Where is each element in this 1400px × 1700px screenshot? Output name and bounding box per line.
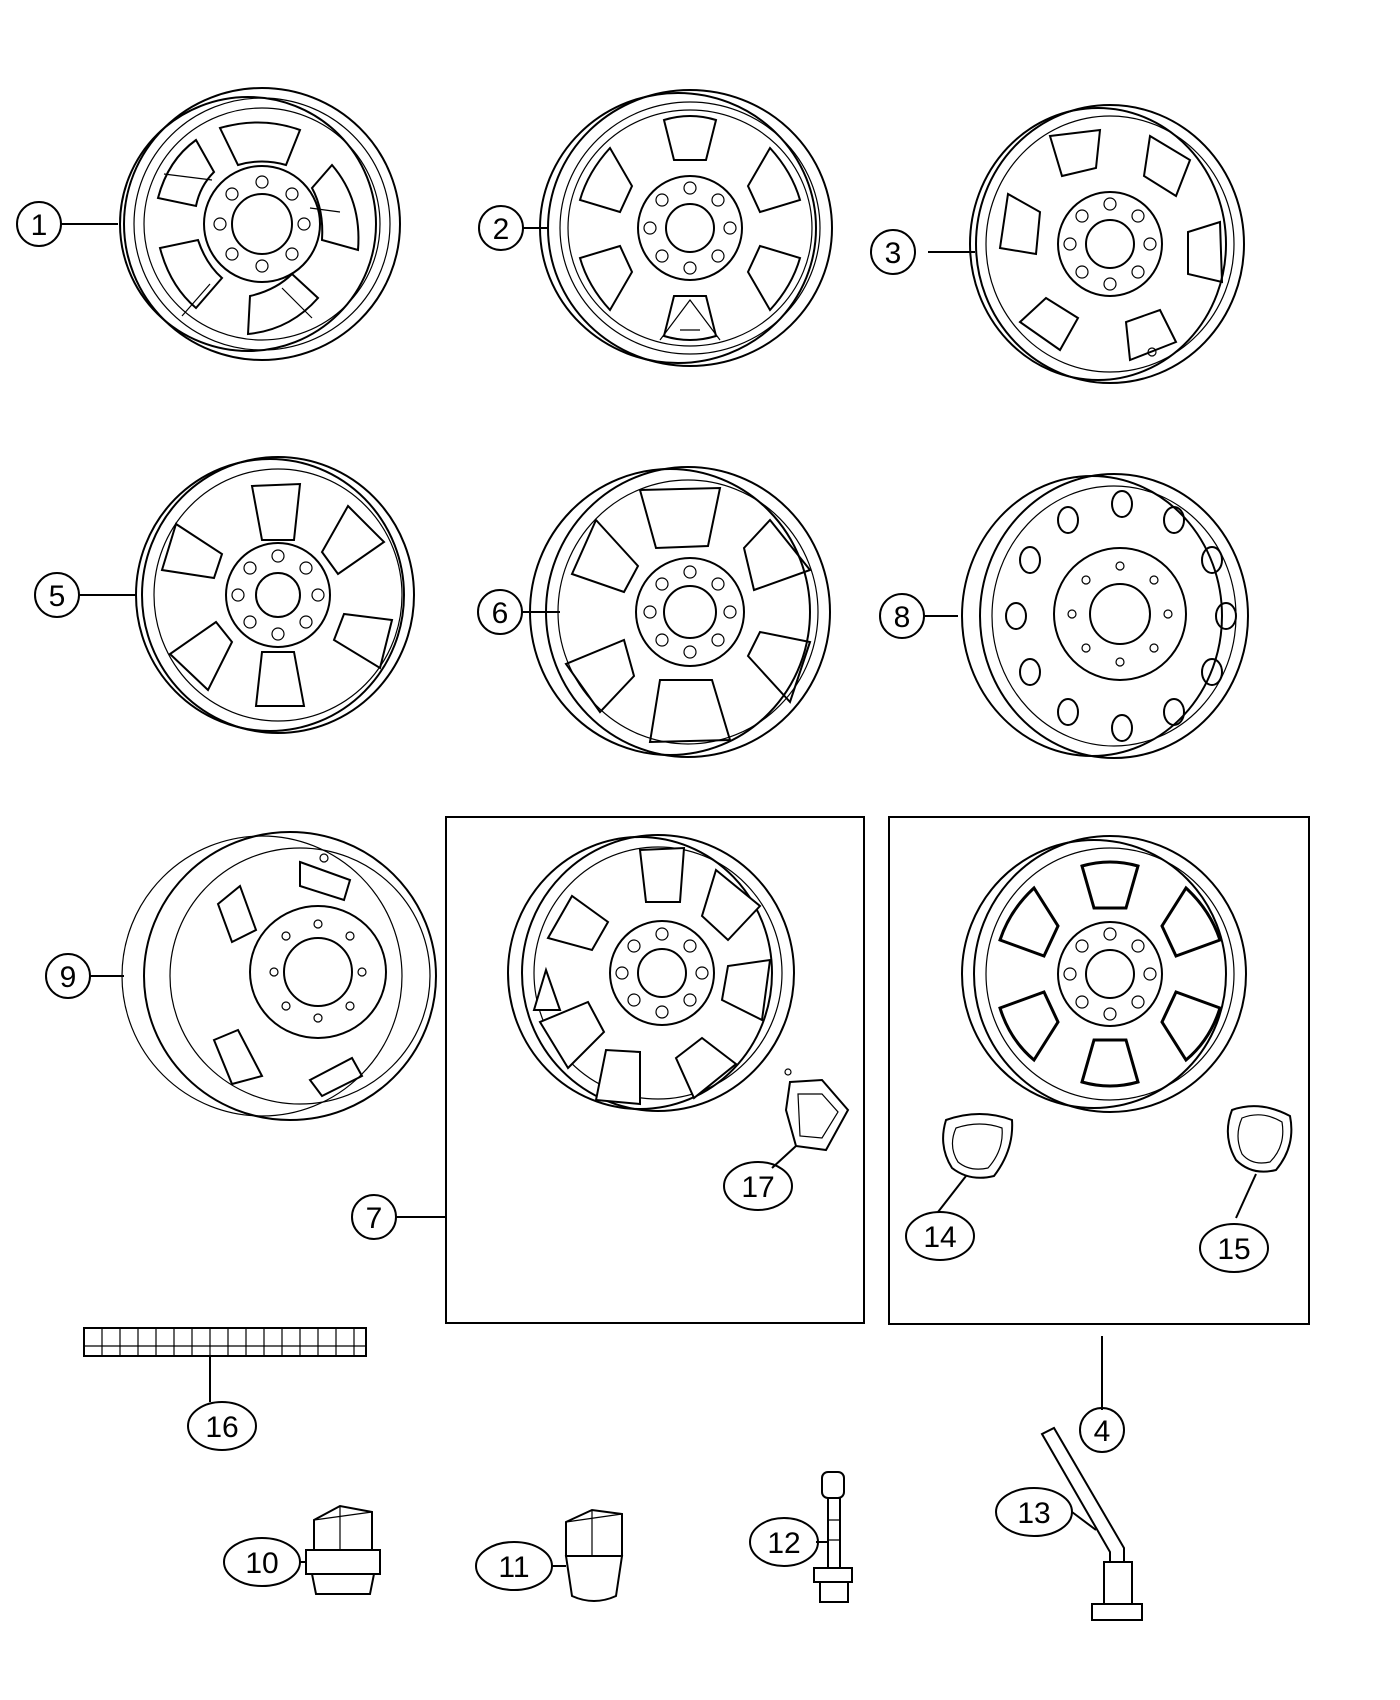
callout-3: 3 <box>870 229 916 275</box>
svg-text:7: 7 <box>366 1202 383 1235</box>
wheel-6 <box>529 466 831 758</box>
assembly-box-7 <box>445 816 865 1324</box>
svg-text:3: 3 <box>885 237 902 270</box>
callout-8: 8 <box>879 593 925 639</box>
svg-text:5: 5 <box>49 580 66 613</box>
callout-4: 4 <box>1079 1407 1125 1453</box>
wheel-9 <box>121 831 437 1121</box>
svg-text:11: 11 <box>498 1551 529 1584</box>
callout-9: 9 <box>45 953 91 999</box>
wheel-5 <box>135 456 415 734</box>
center-cap-17 <box>784 1078 850 1152</box>
svg-text:14: 14 <box>923 1221 956 1254</box>
callout-15: 15 <box>1199 1223 1269 1273</box>
valve-stem-12 <box>813 1471 853 1603</box>
svg-text:4: 4 <box>1094 1415 1111 1448</box>
svg-text:17: 17 <box>741 1171 774 1204</box>
lug-nut-11 <box>564 1508 624 1602</box>
callout-6: 6 <box>477 589 523 635</box>
callout-14: 14 <box>905 1211 975 1261</box>
callout-13: 13 <box>995 1487 1073 1537</box>
callout-10: 10 <box>223 1537 301 1587</box>
svg-text:16: 16 <box>205 1411 238 1444</box>
callout-7: 7 <box>351 1194 397 1240</box>
callout-11: 11 <box>475 1541 553 1591</box>
svg-text:10: 10 <box>245 1547 278 1580</box>
callout-5: 5 <box>34 572 80 618</box>
svg-text:6: 6 <box>492 597 509 630</box>
wheel-3 <box>969 104 1245 384</box>
center-cap-15 <box>1226 1105 1293 1173</box>
wheel-1 <box>119 87 401 361</box>
svg-text:9: 9 <box>60 961 77 994</box>
wheel-weights-16 <box>83 1327 367 1357</box>
svg-text:15: 15 <box>1217 1233 1250 1266</box>
callout-1: 1 <box>16 201 62 247</box>
lug-nut-10 <box>305 1504 381 1595</box>
assembly-box-4 <box>888 816 1310 1325</box>
wheel-8 <box>961 473 1249 759</box>
callout-16: 16 <box>187 1401 257 1451</box>
svg-text:12: 12 <box>767 1527 800 1560</box>
center-cap-14 <box>942 1113 1014 1179</box>
callout-2: 2 <box>478 205 524 251</box>
callout-17: 17 <box>723 1161 793 1211</box>
wheel-7 <box>507 834 795 1112</box>
callout-12: 12 <box>749 1517 819 1567</box>
svg-text:2: 2 <box>493 213 510 246</box>
svg-text:1: 1 <box>31 209 48 242</box>
valve-stem-13 <box>1040 1426 1143 1621</box>
svg-text:8: 8 <box>894 601 911 634</box>
wheel-4 <box>961 835 1247 1113</box>
wheel-2 <box>539 89 833 367</box>
svg-text:13: 13 <box>1017 1497 1050 1530</box>
